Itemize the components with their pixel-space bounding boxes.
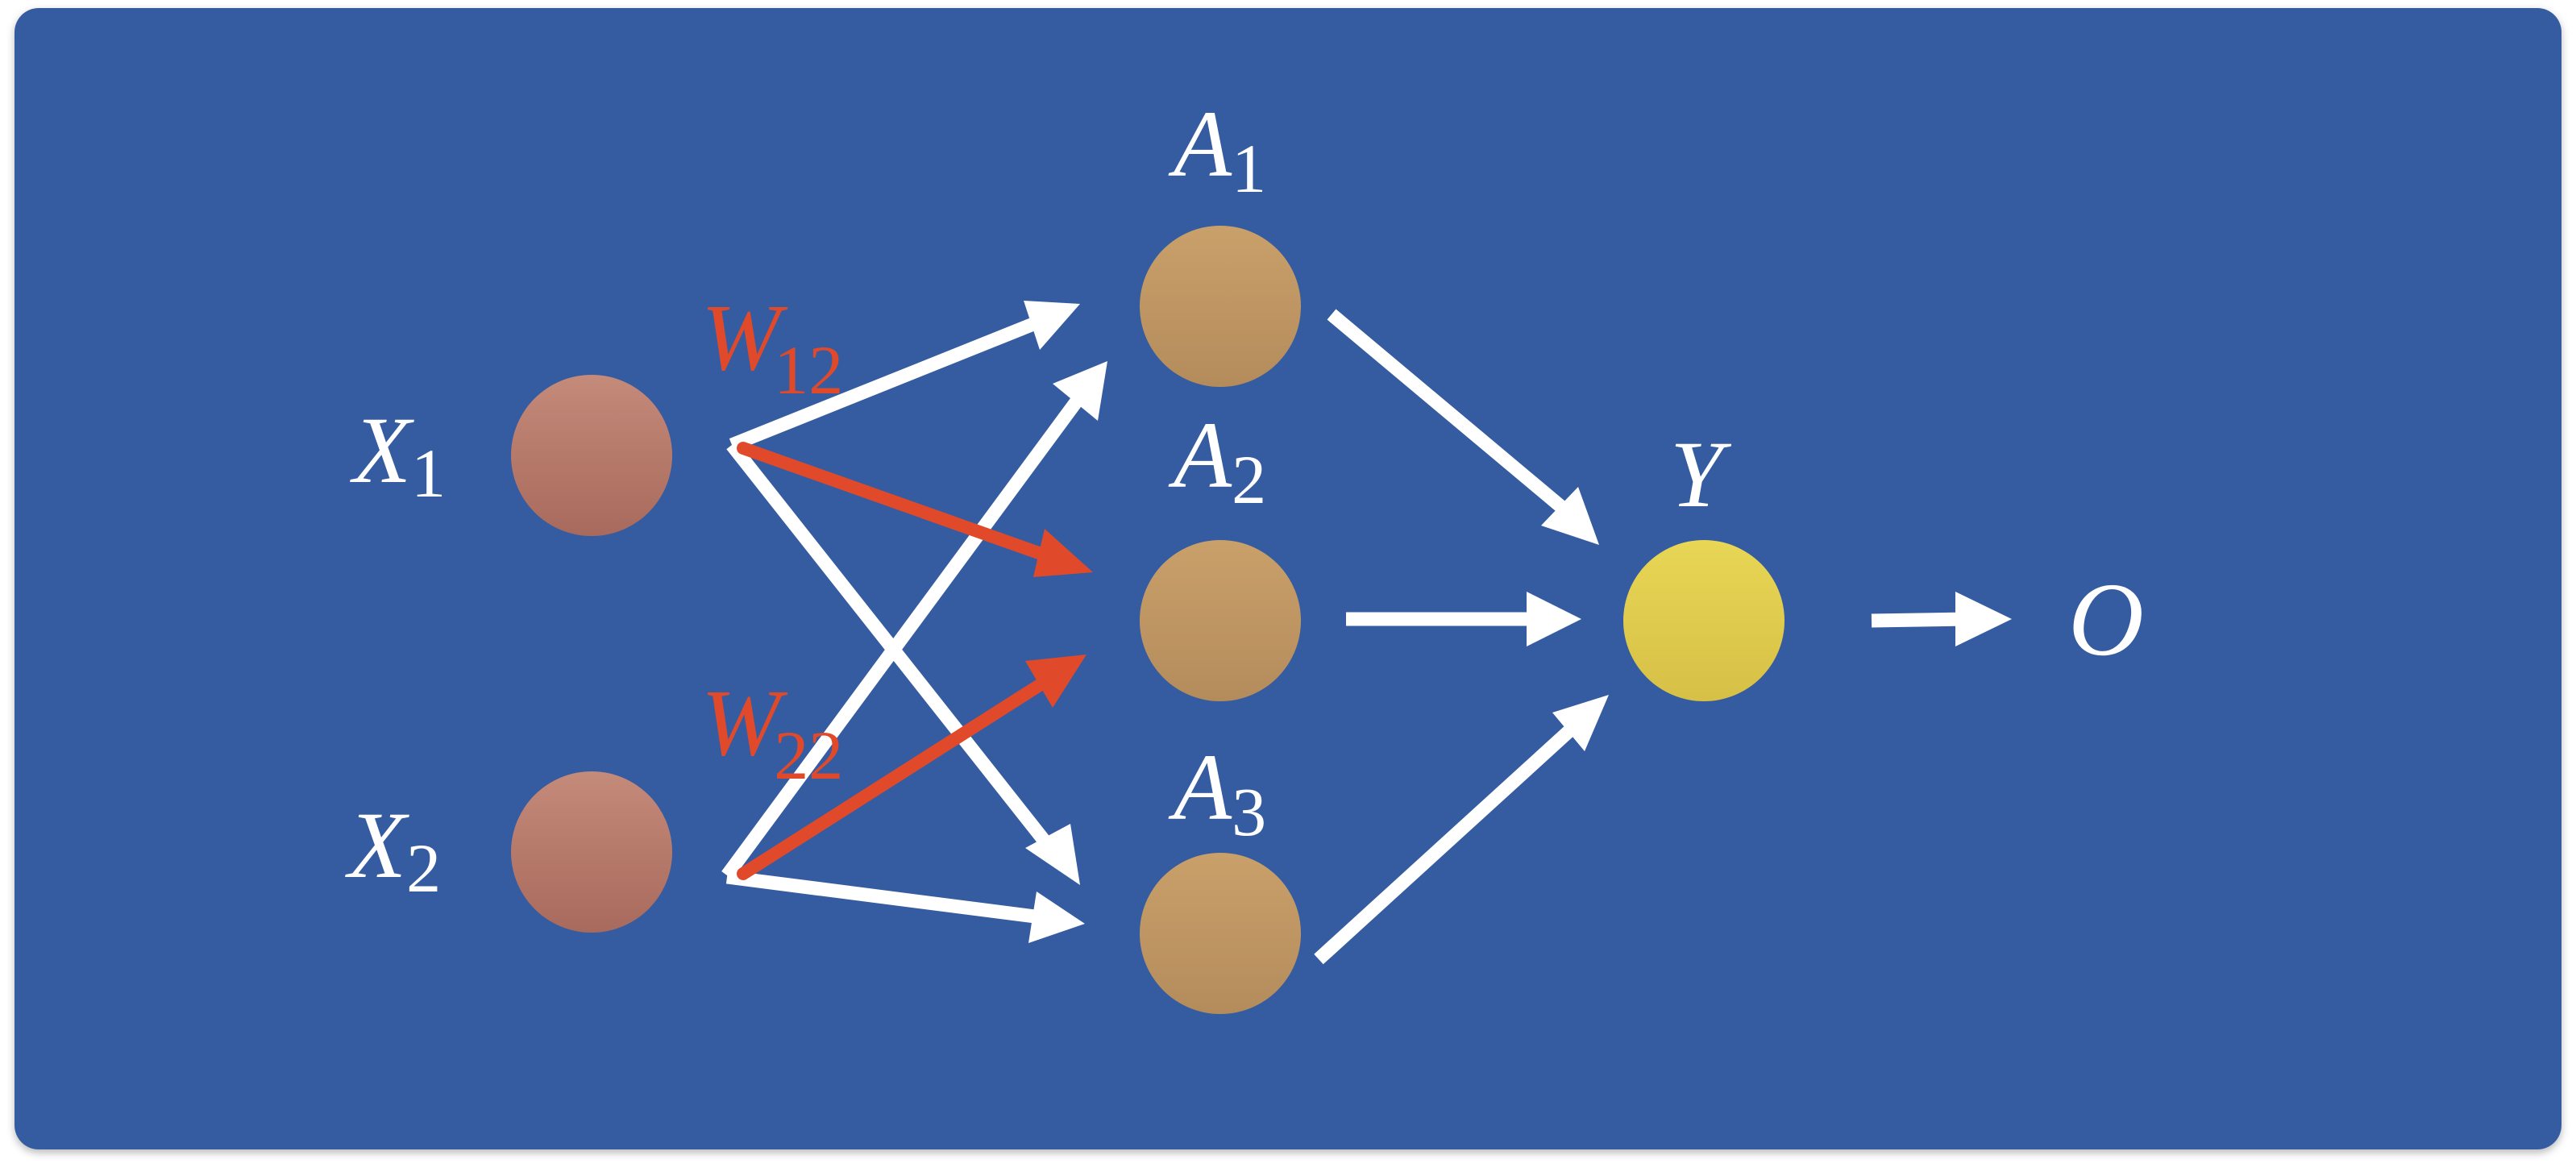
label-x2: X2	[345, 792, 441, 907]
arrow-x2-a1	[721, 392, 1086, 880]
output-node-y	[1623, 540, 1785, 701]
label-a1: A1	[1168, 91, 1266, 207]
input-node-x1	[511, 375, 672, 536]
arrow-x1-a3-head	[1025, 824, 1080, 885]
arrow-a1-y-head	[1541, 487, 1599, 545]
arrow-w12	[737, 442, 1054, 563]
hidden-node-a2	[1140, 540, 1301, 701]
arrow-w12-head	[1033, 529, 1093, 577]
arrow-y-o	[1871, 612, 1967, 628]
label-w22: W22	[701, 670, 843, 794]
arrow-x1-a3	[726, 440, 1052, 848]
connection-arrows	[721, 301, 2012, 965]
arrow-a2-y-head	[1527, 592, 1581, 646]
arrow-y-o-head	[1955, 592, 2012, 646]
hidden-node-a3	[1140, 853, 1301, 1014]
arrow-a1-y	[1327, 309, 1575, 520]
input-node-x2	[511, 771, 672, 933]
label-w12: W12	[701, 285, 843, 409]
arrow-a3-y	[1314, 723, 1577, 965]
arrow-w22	[737, 675, 1051, 880]
hidden-node-a1	[1140, 226, 1301, 387]
labels: X1 X2 A1 A2 A3 Y O	[345, 91, 2144, 907]
arrow-a3-y-head	[1552, 695, 1609, 751]
arrow-x1-a1	[729, 314, 1045, 451]
arrow-x2-a3-head	[1028, 891, 1085, 943]
arrow-x1-a1-head	[1024, 301, 1080, 350]
label-y: Y	[1670, 422, 1732, 527]
label-o: O	[2068, 562, 2144, 678]
weight-arrows	[737, 442, 1093, 880]
arrow-x2-a1-head	[1053, 361, 1107, 421]
label-x1: X1	[350, 397, 446, 512]
arrow-x2-a3	[725, 870, 1043, 925]
label-a2: A2	[1168, 402, 1266, 518]
label-a3: A3	[1168, 734, 1266, 850]
arrow-w22-head	[1025, 655, 1086, 708]
weight-labels: W12 W22	[701, 285, 843, 794]
